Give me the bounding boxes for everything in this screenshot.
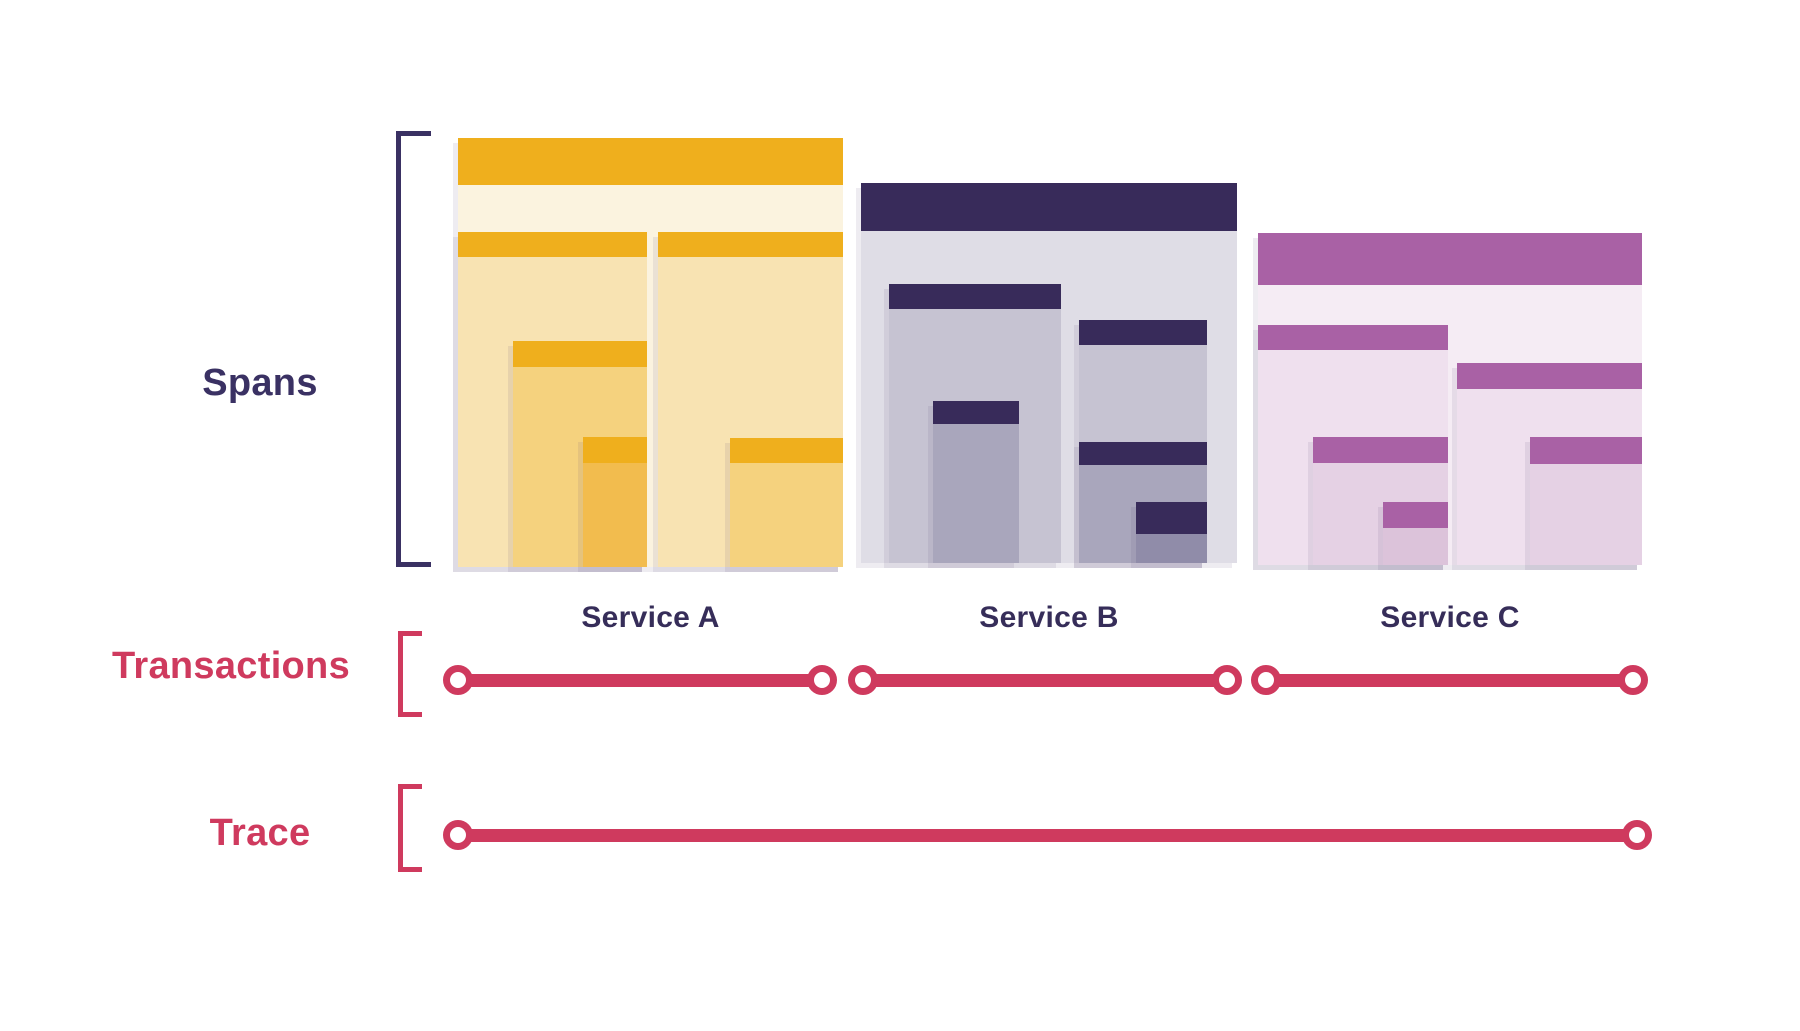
- span-header-bar: [1079, 320, 1207, 345]
- span-bar: [583, 437, 647, 567]
- service-label-service-a: Service A: [581, 601, 720, 634]
- trace-line: [458, 829, 1637, 842]
- span-header-bar: [458, 138, 843, 185]
- transaction-line: [1266, 674, 1633, 687]
- span-header-bar: [513, 341, 647, 367]
- transaction-line-endpoint: [1618, 665, 1648, 695]
- span-body: [583, 463, 647, 567]
- span-header-bar: [1383, 502, 1448, 528]
- service-label-service-c: Service C: [1380, 601, 1520, 634]
- span-header-bar: [458, 232, 647, 257]
- transaction-line-endpoint: [848, 665, 878, 695]
- transaction-line-endpoint: [443, 665, 473, 695]
- span-header-bar: [1258, 233, 1642, 285]
- trace-label: Trace: [209, 812, 311, 854]
- span-header-bar: [889, 284, 1061, 309]
- transaction-line-endpoint: [807, 665, 837, 695]
- span-bar: [933, 401, 1019, 563]
- span-header-bar: [861, 183, 1237, 231]
- transactions-bracket: [398, 631, 422, 717]
- span-body: [1383, 528, 1448, 565]
- service-block-service-a: [458, 138, 843, 567]
- trace-line-endpoint: [1622, 820, 1652, 850]
- service-block-service-b: [861, 183, 1237, 563]
- span-body: [933, 424, 1019, 563]
- transaction-line-endpoint: [1251, 665, 1281, 695]
- span-header-bar: [1530, 437, 1642, 464]
- span-body: [1530, 464, 1642, 565]
- span-header-bar: [583, 437, 647, 463]
- service-label-service-b: Service B: [979, 601, 1119, 634]
- span-header-bar: [658, 232, 843, 257]
- span-bar: [1530, 437, 1642, 565]
- transaction-line: [458, 674, 822, 687]
- span-body: [730, 463, 843, 567]
- span-bar: [730, 438, 843, 567]
- span-bar: [1136, 502, 1207, 563]
- transaction-line-endpoint: [1212, 665, 1242, 695]
- spans-label: Spans: [202, 362, 318, 404]
- span-header-bar: [1079, 442, 1207, 465]
- span-header-bar: [1136, 502, 1207, 534]
- spans-bracket: [396, 131, 431, 567]
- trace-line-endpoint: [443, 820, 473, 850]
- span-bar: [1383, 502, 1448, 565]
- span-header-bar: [1258, 325, 1448, 350]
- span-header-bar: [730, 438, 843, 463]
- span-header-bar: [933, 401, 1019, 424]
- span-header-bar: [1313, 437, 1448, 463]
- transaction-line: [863, 674, 1227, 687]
- span-header-bar: [1457, 363, 1642, 389]
- service-block-service-c: [1258, 233, 1642, 565]
- trace-bracket: [398, 784, 422, 872]
- transactions-label: Transactions: [111, 645, 351, 687]
- span-body: [1136, 534, 1207, 563]
